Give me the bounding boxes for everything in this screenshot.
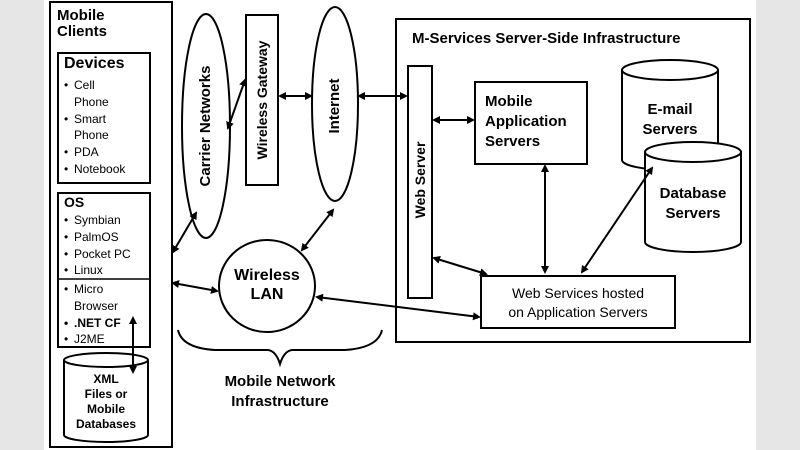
arrow-wlan-internet [300,208,335,252]
mobile-app-servers-box [474,81,588,165]
web-server-label: Web Server [412,141,428,219]
arrow-wlan-webservices [315,293,481,321]
left-margin [0,0,44,450]
runtime-item-j2me: J2ME [64,331,121,348]
os-title: OS [64,194,85,210]
runtime-item-net-cf: .NET CF [64,315,121,332]
devices-title: Devices [64,55,125,72]
device-item-pda: PDA [64,144,125,161]
xml-db-cylinder [63,352,149,443]
web-server-box [407,65,433,299]
right-margin [756,0,800,450]
internet-ellipse [311,6,359,202]
connector-arrows [129,78,654,374]
os-item-linux: Linux [64,262,131,279]
os-item-symbian: Symbian [64,212,131,229]
carrier-networks-label: Carrier Networks [197,65,214,187]
email-servers-label: E-mail Servers [642,101,698,138]
database-servers-label: Database Servers [659,185,727,222]
xml-db-label: XML Files or Mobile Databases [75,372,137,431]
arrow-webservices-email [580,166,654,274]
arrow-clients-wlan [171,280,219,294]
os-item-pocket-pc: Pocket PC [64,246,131,263]
wireless-gateway-label: Wireless Gateway [254,40,270,160]
arrow-clients-carrier [171,211,198,254]
database-servers-cylinder [644,141,742,253]
web-services-label: Web Services hosted on Application Serve… [508,285,648,320]
arrow-webserver-webservices [432,255,488,277]
server-side-title: M-Services Server-Side Infrastructure [412,30,681,47]
mobile-app-servers-label: Mobile Application Servers [485,93,567,150]
arrow-carrier-gateway [226,78,247,130]
wireless-lan-label: Wireless LAN [234,267,300,303]
wireless-gateway-box [245,14,279,186]
internet-label: Internet [326,78,343,134]
web-services-box [480,275,676,329]
server-side-box [395,18,751,343]
devices-box [57,52,151,184]
os-list: Symbian PalmOS Pocket PC Linux [64,212,131,279]
device-item-notebook: Notebook [64,161,125,178]
mobile-clients-title: Mobile Clients [57,7,108,40]
infrastructure-brace [177,329,383,368]
mobile-network-infrastructure-label: Mobile Network Infrastructure [224,373,336,410]
wireless-lan-ellipse [218,239,316,333]
os-item-palmos: PalmOS [64,229,131,246]
